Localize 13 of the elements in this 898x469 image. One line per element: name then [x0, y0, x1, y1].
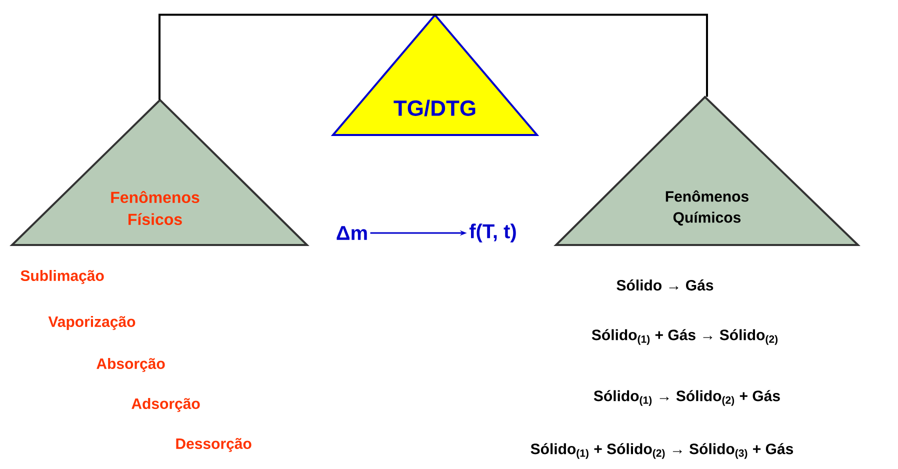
phenomenon-label: Adsorção	[132, 398, 200, 412]
reaction-text: Sólido$_{(1)}$ + Sólido$_{(2)}$ → Sólido$_{(3)}$ + Gás	[530, 443, 794, 459]
reaction-text: Sólido$_{(1)}$ + Gás → Sólido$_{(2)}$	[592, 329, 778, 345]
formula-text: f(T, t)	[469, 224, 516, 242]
formula-text: Δm	[336, 226, 367, 240]
reaction-text: Sólido → Gás	[616, 279, 714, 291]
beam-line	[158, 14, 435, 100]
phenomenon-label: Absorção	[96, 358, 165, 372]
phenomenon-label: Vaporização	[48, 316, 136, 330]
phenomenon-label: Sublimação	[20, 270, 104, 284]
phenomenon-label: Dessorção	[176, 438, 252, 452]
beam-line	[435, 14, 708, 97]
reaction-text: Sólido$_{(1)}$ → Sólido$_{(2)}$ + Gás	[594, 390, 780, 406]
